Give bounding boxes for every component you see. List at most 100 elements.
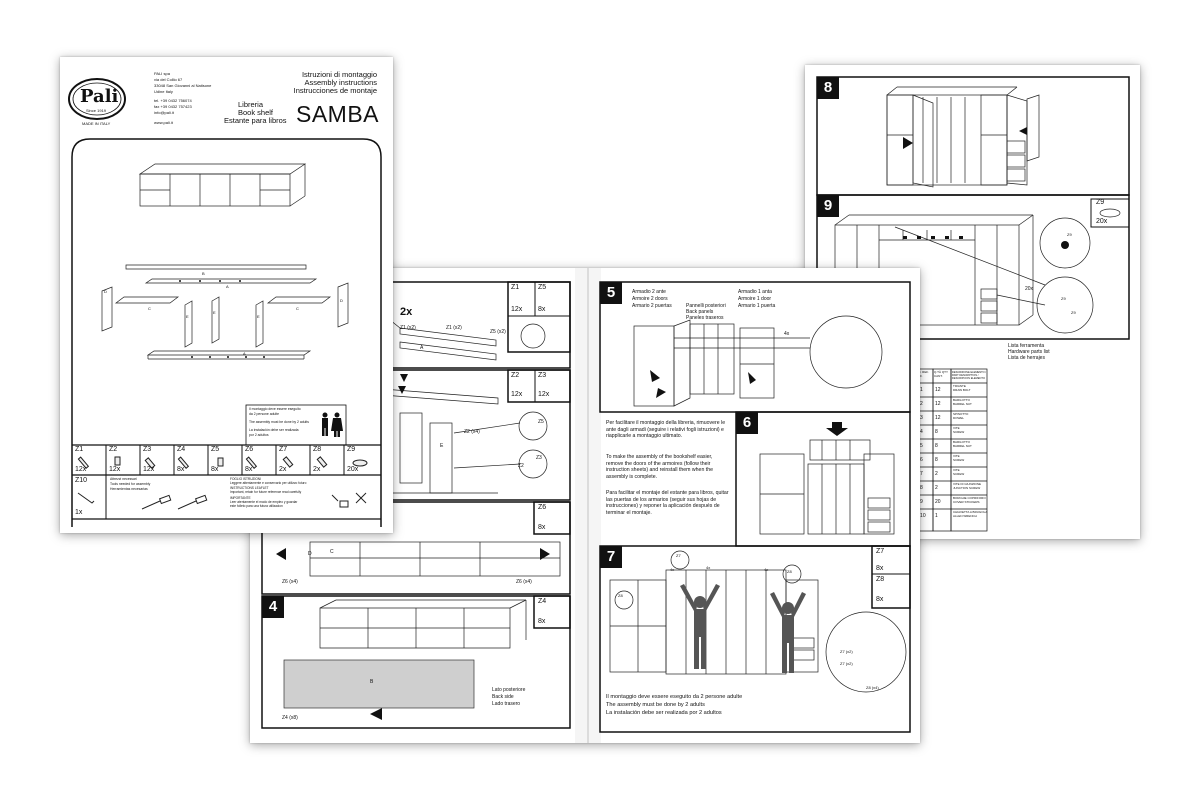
hw-z4-qty: 8x <box>538 618 546 625</box>
hw-code: Z4 <box>177 446 186 453</box>
part-label-a-bottom: A <box>243 351 246 356</box>
back-label-es: Lado trasero <box>492 701 521 707</box>
step-9-number: 9 <box>817 195 839 217</box>
callout-z6-b: Z6 (x4) <box>516 579 532 585</box>
hw-qty: 2x <box>313 466 321 473</box>
hw-z2-code: Z2 <box>511 372 520 379</box>
step-5-number: 5 <box>600 282 622 304</box>
z9-label-2: Z9 <box>1061 296 1066 301</box>
table-header-qty: Q.TÀ QTY CANT. <box>934 370 948 378</box>
hw-z2-qty: 12x <box>511 391 523 398</box>
note-adults-4: La instalación debe ser realizada <box>249 428 299 432</box>
row-qty: 2 <box>935 471 938 477</box>
step-6-number: 6 <box>736 412 758 434</box>
callout-z2-detail: Z2 <box>518 463 524 469</box>
hw-qty: 12x <box>143 466 155 473</box>
hw-code: Z8 <box>313 446 322 453</box>
part-label-e-2: E <box>213 310 216 315</box>
callout7-z8x4: Z8 (x4) <box>866 685 879 690</box>
table-row: Z212BARILOTTOBARREL NUT <box>915 397 987 411</box>
callout-z4: Z4 (x8) <box>282 715 298 721</box>
part-label-d-left: D <box>104 289 107 294</box>
hw-z6-qty: 8x <box>538 524 546 531</box>
hw-z3-code: Z3 <box>538 372 547 379</box>
note-adults-2: da 2 persone adulte <box>249 412 279 416</box>
leaflet-note-7: este folleto para una futura utilizacion <box>230 504 283 508</box>
hw-code: Z6 <box>245 446 254 453</box>
table-row: Z112TIRANTEDRAW BOLT <box>915 383 987 397</box>
leaflet-note-5: IMPORTANTE <box>230 496 251 500</box>
step-4-number: 4 <box>262 596 284 618</box>
letter-c: C <box>330 549 334 555</box>
row-desc: DOWEL <box>953 416 965 420</box>
part-label-a-top: A <box>226 284 229 289</box>
row-desc: VITE <box>953 426 960 430</box>
hw-code: Z2 <box>109 446 118 453</box>
cover-drawing <box>68 78 382 527</box>
table-row: Z58BARILOTTOBARREL NUT <box>915 439 987 453</box>
z9-qty: 20x <box>1096 218 1108 225</box>
people-figures <box>680 584 806 673</box>
adults-es: La instalación debe ser realizada por 2 … <box>606 710 722 716</box>
row-desc: BARILOTTO <box>953 398 970 402</box>
row-qty: 20 <box>935 499 941 505</box>
parts-title-es: Lista de herrajes <box>1008 355 1045 361</box>
part-label-c-right: C <box>296 306 299 311</box>
letter-e: E <box>440 443 444 449</box>
row-desc: SCREW <box>953 472 965 476</box>
back-label-it: Lato posteriore <box>492 687 526 693</box>
adults-it: Il montaggio deve essere eseguito da 2 p… <box>606 694 743 700</box>
hw-code: Z1 <box>75 446 84 453</box>
z9-code: Z9 <box>1096 199 1105 206</box>
title-it: Istruzioni di montaggio <box>301 70 377 79</box>
part-label-c-left: C <box>148 306 151 311</box>
callout-z1-b: Z1 (x2) <box>446 325 462 331</box>
row-desc: SCREW <box>953 430 965 434</box>
paragraph-en: To make the assembly of the bookshelf ea… <box>606 454 713 480</box>
callout-z6-a: Z6 (x4) <box>282 579 298 585</box>
hw-qty: 8x <box>211 466 219 473</box>
wardrobe2-en: Armoire 2 doors <box>632 296 668 302</box>
hw-z1-qty: 12x <box>511 306 523 313</box>
row-desc: BARREL NUT <box>953 402 972 406</box>
pali-since: Since 1919 <box>86 108 107 113</box>
part-label-b: B <box>202 271 205 276</box>
row-desc: VITE DI GIUNZIONE <box>953 482 982 486</box>
company-line-2: via del Collio 67 <box>154 77 183 82</box>
table-row: Z312SPINOTTODOWEL <box>915 411 987 425</box>
backpanels-en: Back panels <box>686 309 714 315</box>
table-header-desc: DESCRIZIONE ELEMENTO / PART DESCRIPTION … <box>952 371 987 381</box>
row-qty: 8 <box>935 457 938 463</box>
hw-z3-qty: 12x <box>538 391 550 398</box>
hw-qty: 20x <box>347 466 359 473</box>
hw-code: Z3 <box>143 446 152 453</box>
company-line-6: fax +39 0432 757423 <box>154 104 192 109</box>
tools-note-3: Herramientas necesarias <box>110 487 148 491</box>
row-desc: JUNCTION SCREW <box>953 486 981 490</box>
letter-d: D <box>308 551 312 557</box>
paragraph-es: Para facilitar el montaje del estante pa… <box>606 490 729 516</box>
leaflet-note-2: Leggere attentamente e conservarlo per u… <box>230 481 307 485</box>
made-in-italy: MADE IN ITALY <box>82 121 111 126</box>
company-line-1: PALI spa <box>154 71 170 76</box>
cover-sheet: Pali Since 1919 MADE IN ITALY PALI spa v… <box>60 57 393 533</box>
leaflet-note-3: INSTRUCTIONS LEAFLET <box>230 486 269 490</box>
company-line-3: 33048 San Giovanni al Natisone <box>154 83 212 88</box>
z9-label-3: Z9 <box>1071 310 1076 315</box>
callout-z5: Z5 (x2) <box>490 329 506 335</box>
title-es: Instrucciones de montaje <box>293 86 377 95</box>
row-qty: 2 <box>935 485 938 491</box>
company-line-4: Udine Italy <box>154 89 173 94</box>
middle-spread-drawing <box>261 268 911 743</box>
pali-logo-ring <box>68 78 126 120</box>
callout7-z7: Z7 <box>676 553 681 558</box>
hw-code: Z5 <box>211 446 220 453</box>
row-desc: BORCHIE COPRIFORO <box>953 496 986 500</box>
wardrobe2-es: Armario 2 puertas <box>632 303 672 309</box>
callout-z5-detail: Z5 <box>538 419 544 425</box>
hw-z1-code: Z1 <box>511 284 520 291</box>
row-qty: 8 <box>935 429 938 435</box>
callout-z1-a: Z1 (x2) <box>400 325 416 331</box>
